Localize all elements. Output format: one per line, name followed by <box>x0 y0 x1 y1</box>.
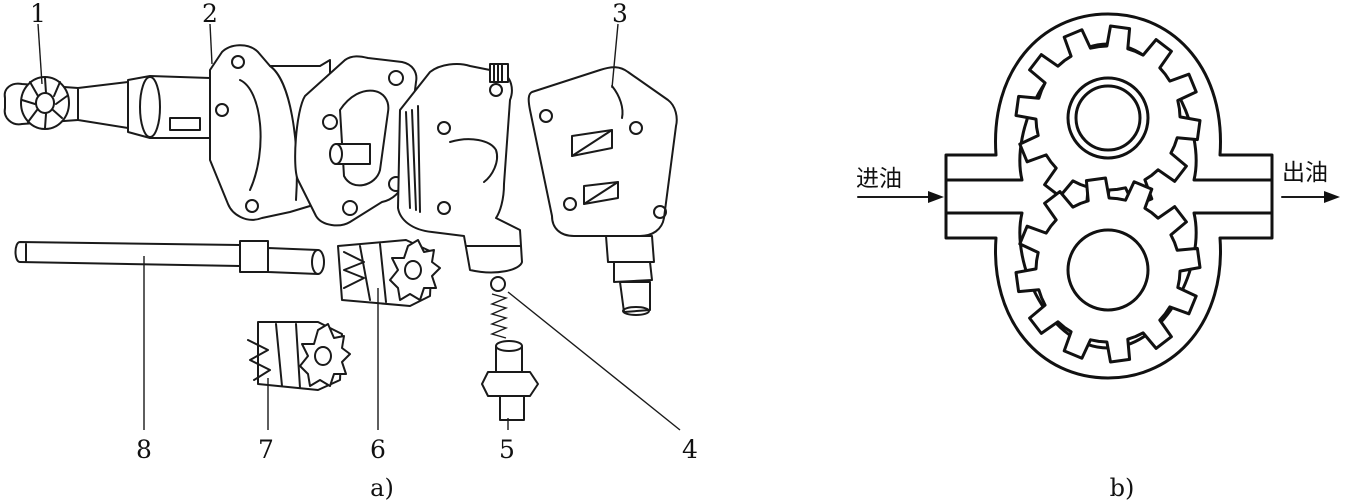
inlet-arrow <box>857 191 944 203</box>
lower-gear <box>1014 176 1202 364</box>
outlet-label: 出油 <box>1282 160 1328 186</box>
callout-6: 6 <box>370 435 386 464</box>
inlet-label: 进油 <box>856 166 902 192</box>
part-4-valve-ball-spring <box>489 276 509 339</box>
upper-gear-teeth <box>1014 24 1202 212</box>
gear-hub <box>1066 228 1150 312</box>
callout-1: 1 <box>30 0 46 28</box>
callout-5: 5 <box>499 435 515 464</box>
pump-cover-plate <box>294 55 418 227</box>
part-1-drive-gear <box>3 76 79 130</box>
part-7-gear <box>247 321 351 391</box>
part-2-shaft-housing <box>77 44 331 221</box>
callout-3: 3 <box>612 0 628 28</box>
part-8-idler-shaft <box>14 240 325 275</box>
gear-shaft-bore <box>1074 84 1142 152</box>
part-3-end-cover <box>527 66 678 316</box>
panel-b-schematic: 进油 出油 b) <box>856 12 1340 502</box>
callout-7: 7 <box>258 435 274 464</box>
panel-a-exploded-view: 1 2 3 4 5 6 7 8 a) <box>3 0 698 502</box>
callout-2: 2 <box>202 0 218 28</box>
part-5-plug <box>481 340 539 421</box>
panel-b-caption: b) <box>1110 474 1135 502</box>
callout-8: 8 <box>136 435 152 464</box>
part-6-gear <box>337 239 441 307</box>
leader-lines <box>37 23 681 431</box>
lower-gear-teeth <box>1014 176 1202 364</box>
panel-a-caption: a) <box>370 474 394 502</box>
upper-gear <box>1014 24 1202 212</box>
gear-hub <box>1066 76 1150 160</box>
callout-4: 4 <box>682 435 698 464</box>
outlet-arrow <box>1281 191 1340 203</box>
pump-body <box>397 63 523 274</box>
